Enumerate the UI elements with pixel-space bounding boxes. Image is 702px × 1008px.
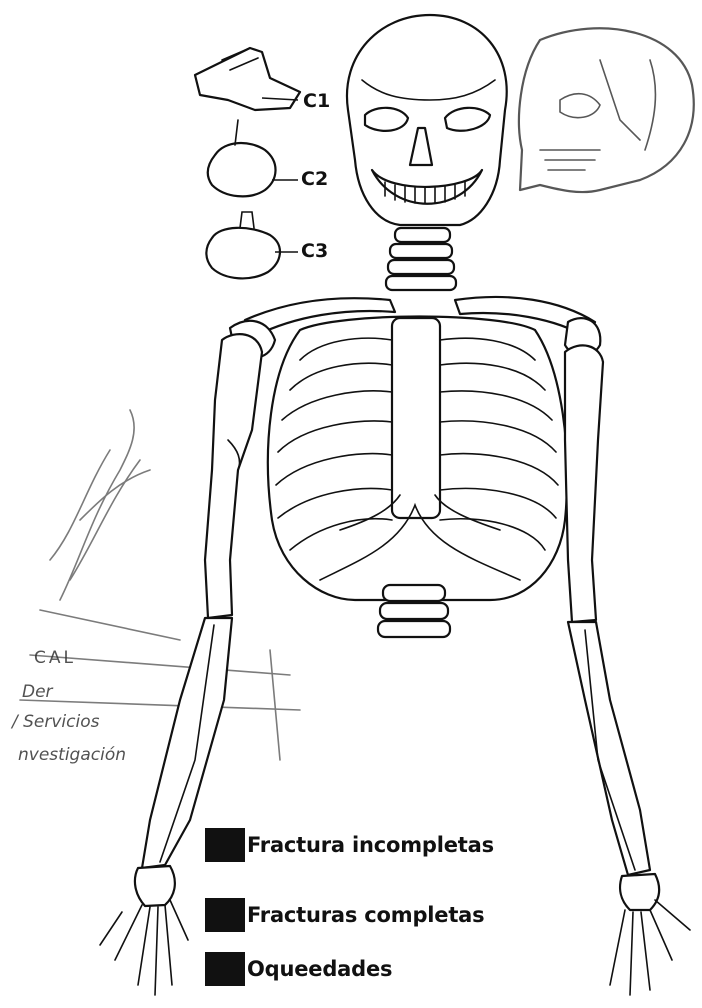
- stamp-mark: [20, 410, 300, 760]
- legend-swatch: [205, 952, 245, 986]
- stamp-line-1: CAL: [34, 648, 76, 668]
- legend-swatch: [205, 898, 245, 932]
- left-arm: [100, 334, 262, 995]
- skull: [347, 15, 507, 225]
- stamp-line-4: nvestigación: [18, 745, 126, 765]
- lumbar-spine: [378, 585, 450, 637]
- legend-swatch: [205, 828, 245, 862]
- legend-label: Oqueedades: [247, 957, 392, 981]
- legend-label: Fractura incompletas: [247, 833, 494, 857]
- cervical-vertebrae-icon: [195, 48, 300, 278]
- legend-item-oqueedades: Oqueedades: [205, 952, 605, 986]
- skull-lateral-icon: [519, 28, 694, 192]
- neck-vertebrae: [386, 228, 456, 290]
- legend-label: Fracturas completas: [247, 903, 484, 927]
- ribcage: [268, 317, 567, 601]
- legend-item-fractura-incompletas: Fractura incompletas: [205, 828, 605, 862]
- stamp-line-2: Der: [22, 682, 53, 702]
- legend-item-fracturas-completas: Fracturas completas: [205, 898, 605, 932]
- stamp-line-3: / Servicios: [12, 712, 99, 732]
